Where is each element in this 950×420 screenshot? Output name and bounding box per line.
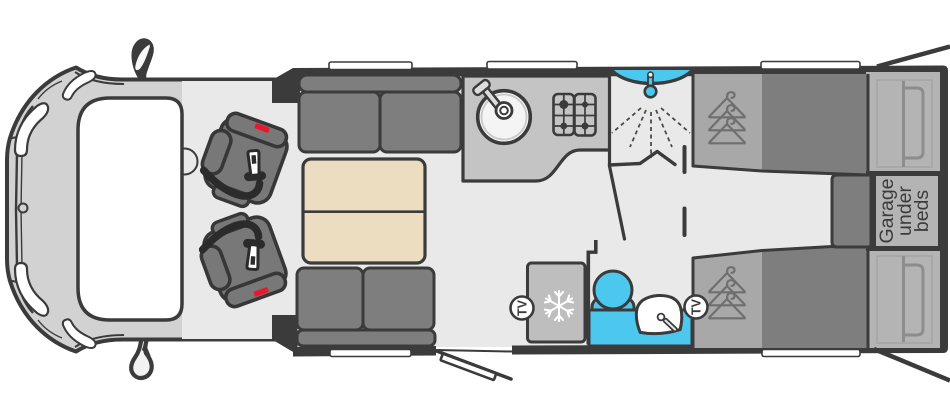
svg-text:TV: TV: [515, 299, 529, 316]
svg-text:beds: beds: [911, 190, 933, 233]
svg-text:Garage: Garage: [876, 178, 898, 243]
svg-text:TV: TV: [689, 298, 703, 315]
svg-text:under: under: [894, 186, 916, 236]
